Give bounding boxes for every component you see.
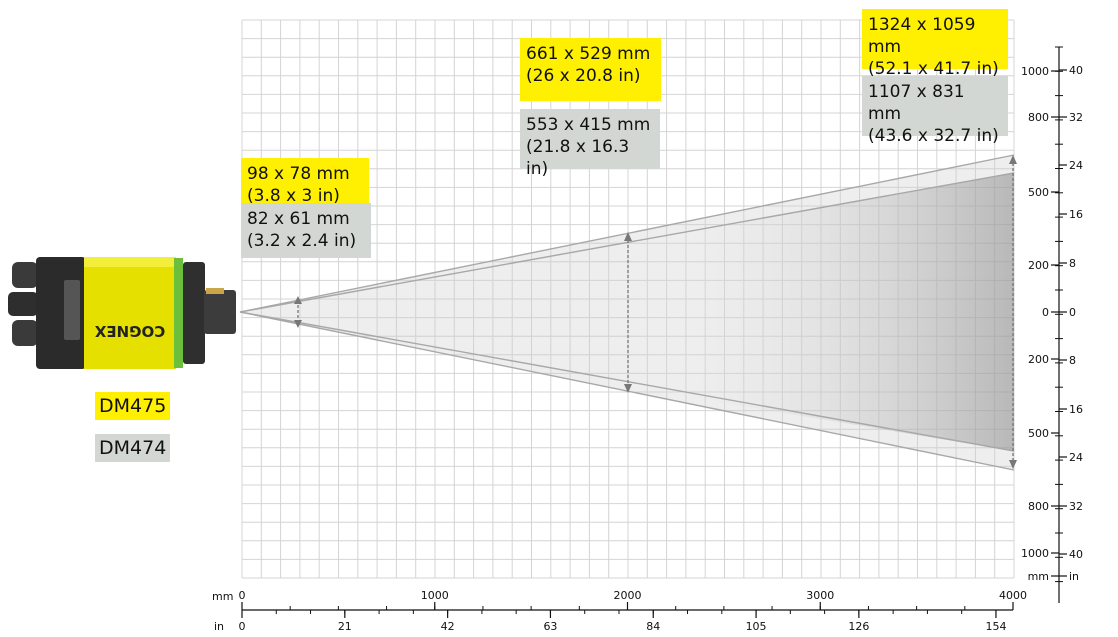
dm474-mid-fov-label: 553 x 415 mm (21.8 x 16.3 in) bbox=[520, 109, 660, 179]
bottom-axis-in-tick-label: 154 bbox=[985, 620, 1006, 633]
right-axis-in-unit: in bbox=[1069, 570, 1079, 583]
right-axis-in-tick-label: 16 bbox=[1069, 208, 1083, 221]
dm474-near-fov-in: (3.2 x 2.4 in) bbox=[247, 231, 357, 251]
bottom-axis-in-tick-label: 105 bbox=[746, 620, 767, 633]
bottom-axis-in-tick-label: 21 bbox=[338, 620, 352, 633]
bottom-axis-in-tick-label: 42 bbox=[441, 620, 455, 633]
right-axis-in-tick-label: 0 bbox=[1069, 306, 1076, 319]
dm474-mid-fov-mm: 553 x 415 mm bbox=[526, 115, 651, 135]
bottom-axis-in-tick-label: 126 bbox=[848, 620, 869, 633]
bottom-axis-in-unit: in bbox=[214, 620, 224, 633]
camera-front-plate bbox=[183, 262, 205, 364]
dm474-far-fov-label: 1107 x 831 mm (43.6 x 32.7 in) bbox=[862, 76, 1008, 146]
right-axis-in-tick-label: 32 bbox=[1069, 500, 1083, 513]
far-arrow-head-up bbox=[1009, 155, 1017, 164]
dm475-near-fov-in: (3.8 x 3 in) bbox=[247, 186, 340, 206]
right-axis-mm-unit: mm bbox=[1028, 570, 1049, 583]
right-axis-mm-tick-label: 800 bbox=[1028, 500, 1049, 513]
dm475-far-fov-label: 1324 x 1059 mm (52.1 x 41.7 in) bbox=[862, 9, 1008, 79]
near-arrow-head-up bbox=[294, 296, 302, 304]
camera-lens-housing bbox=[204, 290, 236, 334]
dm474-mid-fov-in: (21.8 x 16.3 in) bbox=[526, 137, 630, 179]
right-axis-in-tick-label: 24 bbox=[1069, 159, 1083, 172]
bottom-axis-mm-tick-label: 0 bbox=[239, 589, 246, 602]
dimension-arrows bbox=[294, 155, 1017, 469]
dm474-near-fov-mm: 82 x 61 mm bbox=[247, 209, 350, 229]
dm474-far-fov-in: (43.6 x 32.7 in) bbox=[868, 126, 999, 146]
bottom-axis-mm-tick-label: 3000 bbox=[806, 589, 834, 602]
bottom-axis-in-tick-label: 0 bbox=[239, 620, 246, 633]
right-axis-mm-tick-label: 1000 bbox=[1021, 547, 1049, 560]
right-axis-mm-tick-label: 500 bbox=[1028, 186, 1049, 199]
right-axis-in-tick-label: 24 bbox=[1069, 451, 1083, 464]
right-axis-mm-tick-label: 1000 bbox=[1021, 65, 1049, 78]
bottom-axis-mm-tick-label: 4000 bbox=[999, 589, 1027, 602]
right-axis-mm-tick-label: 800 bbox=[1028, 111, 1049, 124]
right-axis-in-tick-label: 32 bbox=[1069, 111, 1083, 124]
right-axis-mm-tick-label: 200 bbox=[1028, 353, 1049, 366]
dm475-near-fov-mm: 98 x 78 mm bbox=[247, 164, 350, 184]
bottom-axis-mm-unit: mm bbox=[212, 590, 233, 603]
bottom-axis-mm-tick-label: 2000 bbox=[614, 589, 642, 602]
dm474-model-label: DM474 bbox=[95, 434, 171, 462]
dm475-beam-lower-edge bbox=[239, 311, 1015, 471]
beam-gradient-group bbox=[239, 154, 1015, 471]
mid-arrow-head-up bbox=[624, 232, 632, 241]
dm475-mid-fov-mm: 661 x 529 mm bbox=[526, 44, 651, 64]
right-axis-in-tick-label: 16 bbox=[1069, 403, 1083, 416]
right-axis-mm-tick-label: 0 bbox=[1042, 306, 1049, 319]
dm474-beam-shaded bbox=[626, 173, 1014, 451]
cognex-camera: COGNEX bbox=[8, 257, 236, 369]
right-axis-mm-tick-label: 500 bbox=[1028, 427, 1049, 440]
dm475-beam-upper-edge bbox=[239, 154, 1015, 313]
far-arrow-head-down bbox=[1009, 460, 1017, 469]
dm475-mid-fov-label: 661 x 529 mm (26 x 20.8 in) bbox=[520, 38, 661, 101]
right-axis-in-tick-label: 40 bbox=[1069, 548, 1083, 561]
dm474-beam-lower-edge bbox=[239, 311, 1015, 452]
camera-connector-top bbox=[12, 262, 38, 288]
bottom-axis-mm-tick-label: 1000 bbox=[421, 589, 449, 602]
camera-body-highlight bbox=[84, 257, 176, 267]
dm474-near-fov-label: 82 x 61 mm (3.2 x 2.4 in) bbox=[241, 203, 371, 258]
right-axis: 1000 800 500 200 0 200 500 800 1000 40 32 24 16 8 0 8 16… bbox=[1021, 46, 1083, 603]
camera-yellow-body bbox=[84, 257, 176, 369]
camera-led-strip bbox=[64, 280, 80, 340]
dm475-far-fov-in: (52.1 x 41.7 in) bbox=[868, 59, 999, 79]
right-axis-in-tick-label: 40 bbox=[1069, 64, 1083, 77]
right-axis-in-tick-label: 8 bbox=[1069, 257, 1076, 270]
right-axis-in-tick-label: 8 bbox=[1069, 354, 1076, 367]
camera-green-ring bbox=[174, 258, 183, 368]
camera-connector-bottom bbox=[12, 320, 38, 346]
dm475-model-label: DM475 bbox=[95, 392, 171, 420]
dm474-beam-upper-edge bbox=[239, 172, 1015, 313]
dm474-far-fov-mm: 1107 x 831 mm bbox=[868, 82, 965, 124]
right-axis-mm-tick-label: 200 bbox=[1028, 259, 1049, 272]
bottom-axis-in-tick-label: 84 bbox=[646, 620, 660, 633]
bottom-axis: mm in 0 1000 2000 3000 4000 0 21 42 63 84 105 126 154 bbox=[212, 589, 1027, 633]
near-arrow-head-down bbox=[294, 320, 302, 328]
camera-brand-text: COGNEX bbox=[94, 322, 165, 340]
mid-arrow-head-down bbox=[624, 384, 632, 393]
camera-connector-mid bbox=[8, 292, 38, 316]
dm475-mid-fov-in: (26 x 20.8 in) bbox=[526, 66, 641, 86]
bottom-axis-in-tick-label: 63 bbox=[543, 620, 557, 633]
camera-lens-accent bbox=[206, 288, 224, 294]
dm475-far-fov-mm: 1324 x 1059 mm bbox=[868, 15, 976, 57]
dm475-near-fov-label: 98 x 78 mm (3.8 x 3 in) bbox=[241, 158, 369, 210]
